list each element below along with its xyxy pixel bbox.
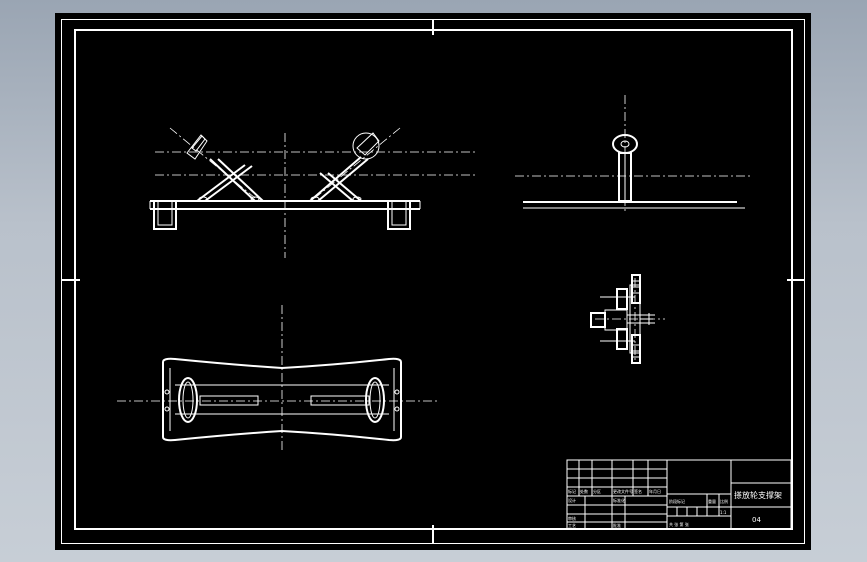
tb-label-review: 审核 (568, 515, 576, 521)
tb-label-change: 更改文件号 (613, 488, 633, 494)
tb-label-zone: 分区 (593, 488, 601, 494)
tb-label-craft: 工艺 (568, 523, 576, 528)
drawing-sheet[interactable]: 标记 处数 分区 更改文件号 签名 年月日 设计 标准化 审核 工艺 批准 阶段… (55, 13, 811, 550)
tb-label-sign: 签名 (634, 488, 642, 494)
tb-label-approve: 批准 (613, 522, 621, 528)
tb-label-std: 标准化 (613, 497, 625, 503)
tb-label-date: 年月日 (649, 488, 661, 494)
detail-view[interactable] (590, 274, 665, 364)
tb-label-design: 设计 (568, 497, 576, 503)
tb-label-stage: 阶段标记 (669, 498, 685, 504)
side-view[interactable] (515, 95, 750, 213)
top-view[interactable] (117, 305, 440, 453)
drawing-canvas[interactable]: 标记 处数 分区 更改文件号 签名 年月日 设计 标准化 审核 工艺 批准 阶段… (55, 13, 811, 550)
tb-scale-value: 1:1 (720, 510, 727, 515)
tb-label-scale: 比例 (720, 498, 728, 504)
tb-label-mark: 标记 (568, 488, 576, 494)
outer-border (61, 19, 805, 544)
title-block[interactable]: 标记 处数 分区 更改文件号 签名 年月日 设计 标准化 审核 工艺 批准 阶段… (566, 459, 792, 530)
front-view[interactable] (149, 127, 475, 258)
drawing-title: 搽放轮支撑架 (734, 490, 782, 500)
centering-marks (61, 19, 805, 544)
drawing-code: 04 (752, 516, 761, 524)
tb-label-sheets: 共 张 第 张 (669, 521, 689, 527)
inner-border (74, 29, 793, 530)
tb-label-count: 处数 (580, 488, 588, 494)
tb-label-weight: 重量 (708, 498, 716, 504)
